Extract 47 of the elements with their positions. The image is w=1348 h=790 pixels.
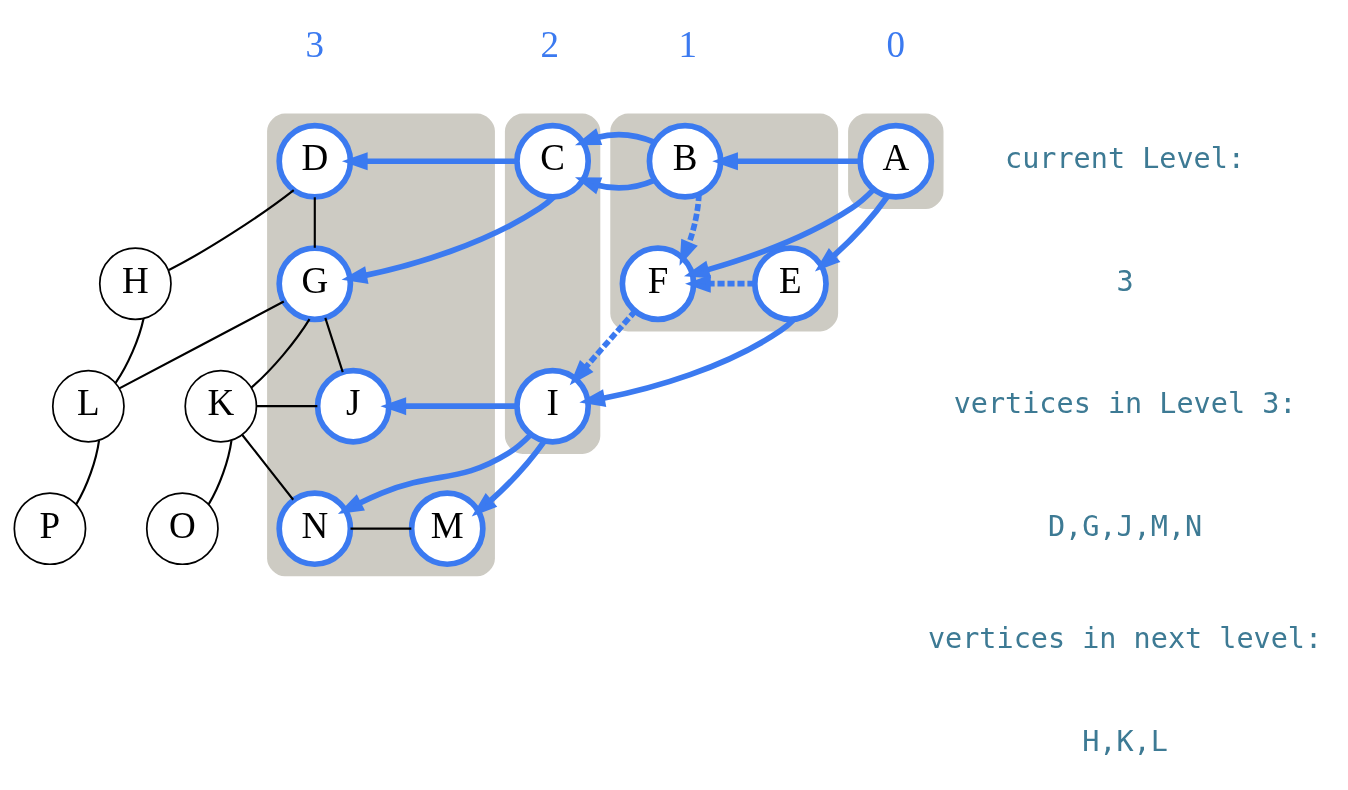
connector <box>114 317 145 383</box>
node-circle: L <box>51 369 125 443</box>
connector <box>324 317 344 372</box>
connector <box>256 404 318 407</box>
connector <box>250 318 311 388</box>
arrow <box>679 193 702 266</box>
node-circle: N <box>276 489 354 567</box>
node-circle: P <box>13 491 87 565</box>
node-circle: K <box>184 369 258 443</box>
node-circle: F <box>619 244 697 322</box>
label: current Level: <box>1005 141 1246 175</box>
label: 0 <box>886 23 906 65</box>
node-circle: B <box>646 122 724 200</box>
label: 3 <box>1116 264 1134 298</box>
node-circle: J <box>314 367 392 445</box>
arrow <box>683 186 876 278</box>
connector <box>350 527 412 530</box>
label: 2 <box>540 23 560 65</box>
arrow <box>380 396 517 415</box>
node-circle: M <box>408 489 486 567</box>
connector <box>313 196 316 248</box>
connector <box>168 188 295 271</box>
label: vertices in next level: <box>927 621 1323 655</box>
arrow <box>574 127 656 194</box>
label: H,K,L <box>1082 724 1168 758</box>
label: 3 <box>305 23 325 65</box>
label: vertices in Level 3: <box>953 386 1297 420</box>
arrow <box>569 308 638 385</box>
node-circle: D <box>276 122 354 200</box>
node-circle: E <box>751 244 829 322</box>
arrow <box>685 274 755 293</box>
arrow <box>337 432 533 514</box>
label: D,G,J,M,N <box>1047 509 1203 543</box>
arrow <box>341 151 517 170</box>
connector <box>75 439 101 505</box>
cluster <box>267 113 495 576</box>
label: 1 <box>678 23 698 65</box>
arrow <box>712 151 860 170</box>
node-circle: C <box>514 122 592 200</box>
node-circle: A <box>857 122 935 200</box>
node-circle: G <box>276 244 354 322</box>
node-circle: I <box>514 367 592 445</box>
connector <box>207 439 233 505</box>
connector <box>241 433 295 500</box>
node-circle: H <box>98 246 172 320</box>
node-circle: O <box>145 491 219 565</box>
cluster <box>848 113 944 209</box>
